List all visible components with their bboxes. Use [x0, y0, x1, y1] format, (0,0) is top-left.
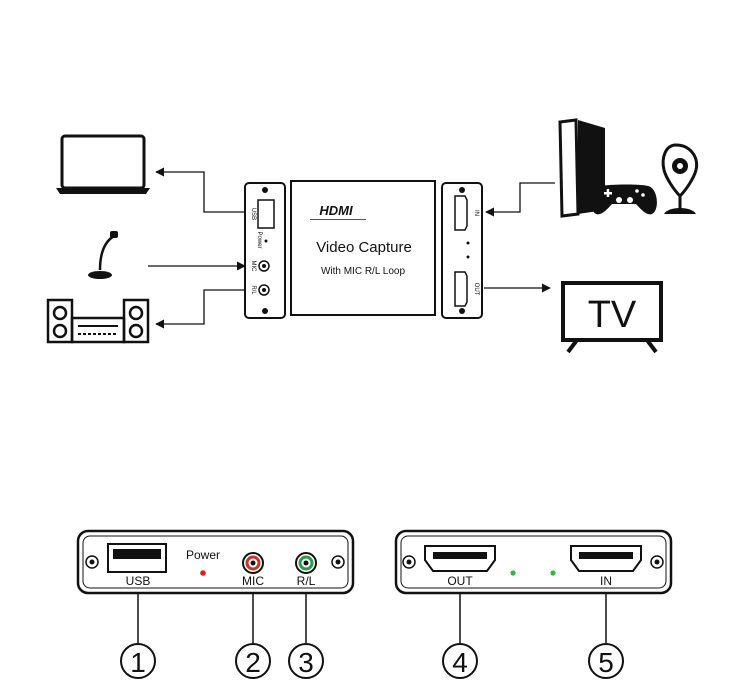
source-link-arrow — [485, 182, 555, 217]
callout-2: 2 — [235, 643, 271, 679]
webcam-icon — [661, 143, 699, 214]
laptop-icon — [56, 134, 150, 194]
microphone-icon — [88, 231, 118, 279]
left-port-panel: USB Power MIC R/L — [76, 529, 355, 595]
callout-1-number: 1 — [130, 647, 146, 678]
device-title: Video Capture — [316, 239, 412, 256]
usb-label: USB — [126, 574, 151, 588]
endcap-in-label: IN — [473, 210, 479, 216]
mic-label: MIC — [242, 574, 264, 588]
endcap-mic-label: MIC — [250, 261, 256, 273]
capture-device-body: HDMI Video Capture With MIC R/L Loop — [290, 180, 436, 316]
gamepad-icon — [591, 184, 657, 215]
power-led — [200, 570, 206, 576]
callout-5: 5 — [588, 643, 624, 679]
hdmi-logo: HDMI — [319, 203, 353, 218]
mic-jack — [242, 552, 264, 574]
callout-3: 3 — [288, 643, 324, 679]
device-right-endcap: IN OUT — [441, 182, 483, 319]
right-port-panel: OUT IN — [394, 529, 673, 595]
power-label: Power — [186, 548, 220, 562]
panel-screw-left-icon — [85, 555, 99, 569]
in-label: IN — [600, 574, 612, 588]
stereo-icon — [46, 298, 150, 344]
stereo-link-arrow — [155, 289, 247, 329]
panel-screw-left-icon — [402, 555, 416, 569]
endcap-usb-label: USB — [250, 208, 256, 220]
callout-4-number: 4 — [452, 647, 468, 678]
rl-label: R/L — [297, 574, 316, 588]
callout-1: 1 — [120, 643, 156, 679]
laptop-link-arrow — [155, 167, 247, 213]
usb-port — [107, 543, 167, 573]
callout-leaders — [137, 594, 607, 644]
out-label: OUT — [447, 574, 473, 588]
tv-label: TV — [588, 294, 637, 336]
status-led-2 — [550, 570, 556, 576]
callout-3-number: 3 — [298, 647, 314, 678]
hdmi-out-port — [424, 545, 496, 572]
rl-jack — [295, 552, 317, 574]
panel-screw-right-icon — [650, 555, 664, 569]
device-left-endcap: USB Power MIC R/L — [244, 182, 286, 319]
endcap-rl-label: R/L — [250, 285, 256, 295]
status-led-1 — [510, 570, 516, 576]
hdmi-in-port — [570, 545, 642, 572]
device-subtitle: With MIC R/L Loop — [321, 266, 406, 277]
endcap-out-label: OUT — [473, 283, 479, 296]
callout-5-number: 5 — [598, 647, 614, 678]
endcap-power-label: Power — [256, 231, 262, 248]
panel-screw-right-icon — [331, 555, 345, 569]
callout-2-number: 2 — [245, 647, 261, 678]
tv-icon: TV — [561, 281, 663, 354]
callout-4: 4 — [442, 643, 478, 679]
